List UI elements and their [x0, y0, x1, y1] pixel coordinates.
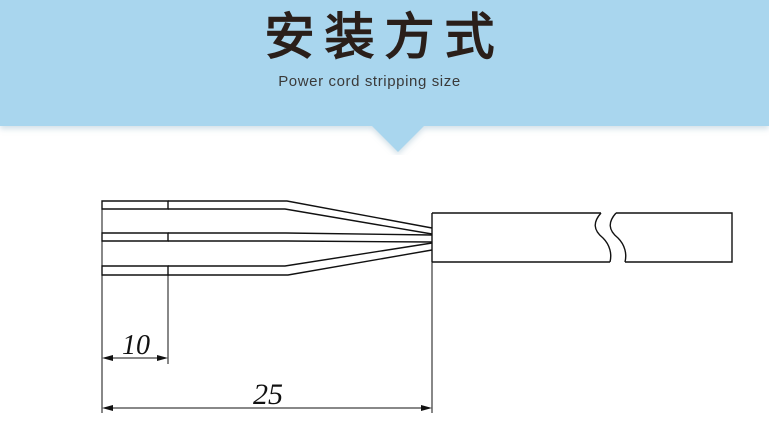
wire-bottom: [101, 242, 433, 276]
banner-shape: [0, 0, 769, 152]
arrow-10-left: [102, 355, 113, 361]
arrow-25-right: [421, 405, 432, 411]
page-title: 安装方式: [264, 8, 505, 66]
break-line-1: [594, 212, 612, 263]
dimension-label-10: 10: [122, 330, 150, 361]
wire-top: [101, 200, 433, 235]
page-subtitle: Power cord stripping size: [278, 73, 461, 90]
break-line-2: [609, 212, 627, 263]
arrow-25-left: [102, 405, 113, 411]
banner-background: [0, 0, 769, 152]
sheath-right-section: [616, 212, 733, 263]
arrow-10-right: [157, 355, 168, 361]
dimension-label-25: 25: [253, 378, 283, 411]
header-banner: 安装方式 Power cord stripping size: [0, 0, 769, 155]
wire-middle: [101, 232, 433, 243]
